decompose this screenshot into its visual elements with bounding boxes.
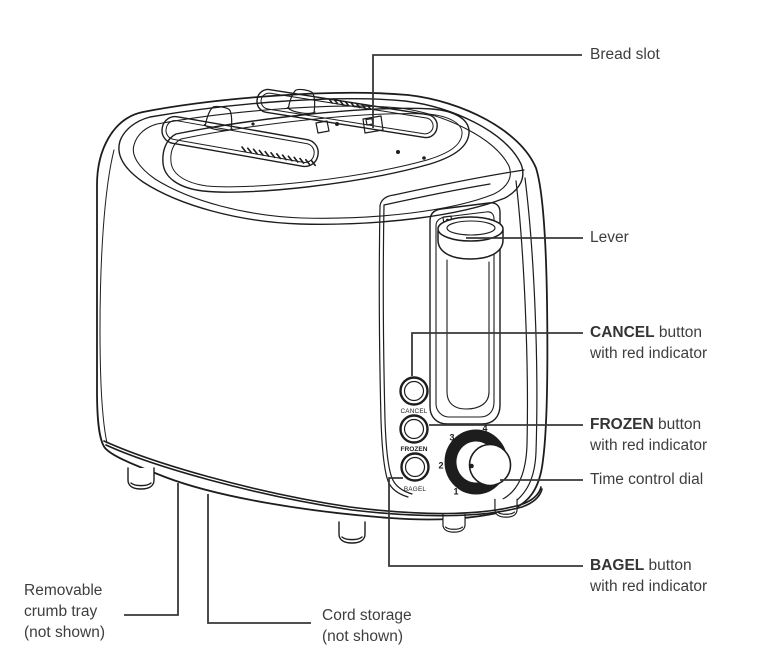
callout-frozen-line2: with red indicator [590,437,708,454]
callout-cancel: CANCEL button with red indicator [590,322,707,364]
callout-frozen-strong: FROZEN [590,416,654,433]
callout-crumb-tray-line3: (not shown) [24,624,105,641]
leader-crumb-tray [124,483,179,616]
device-cancel-label: CANCEL [400,408,427,415]
callout-time-dial-text: Time control dial [590,471,704,488]
callout-cord-storage: Cord storage (not shown) [322,605,412,647]
dial-number-3: 3 [449,433,454,443]
callout-lever-text: Lever [590,229,629,246]
callout-crumb-tray-line1: Removable [24,582,103,599]
leader-bagel [388,477,583,567]
callout-cancel-line2: with red indicator [590,345,708,362]
screw-dots [251,122,426,160]
bagel-button [400,452,430,482]
time-control-dial [444,429,512,495]
callout-bagel-line2: with red indicator [590,578,708,595]
callout-lever: Lever [590,227,629,248]
slot-well [162,107,470,193]
callout-bread-slot: Bread slot [590,44,660,65]
callout-frozen: FROZEN button with red indicator [590,414,707,456]
callout-cancel-line1: CANCEL button [590,322,707,343]
bread-slot-front [161,115,319,168]
callout-bagel-rest: button [644,557,692,574]
callout-time-dial: Time control dial [590,469,703,490]
device-frozen-label: FROZEN [400,446,427,453]
leader-cancel [411,332,583,376]
dial-number-4: 4 [482,424,487,434]
dial-number-2: 2 [438,461,443,471]
base-band [103,440,543,517]
toaster-body [96,91,549,521]
callout-frozen-line1: FROZEN button [590,414,707,435]
frozen-button [399,414,429,444]
callout-bagel-line1: BAGEL button [590,555,707,576]
callout-bread-slot-text: Bread slot [590,46,660,63]
leader-lines [124,54,583,624]
callout-crumb-tray-line2: crumb tray [24,603,98,620]
callout-cancel-rest: button [654,324,702,341]
device-bagel-label: BAGEL [404,486,427,493]
rack-hatching [241,98,372,167]
callout-bagel-strong: BAGEL [590,557,645,574]
cancel-button [399,376,429,406]
control-face-edges [378,169,538,507]
leader-bread-slot [372,54,582,128]
callout-cancel-strong: CANCEL [590,324,655,341]
bread-guide-icon [203,88,316,131]
callout-cord-storage-line1: Cord storage [322,607,412,624]
callout-frozen-rest: button [653,416,702,433]
callout-bagel: BAGEL button with red indicator [590,555,707,597]
dial-number-1: 1 [453,487,458,497]
callout-cord-storage-line2: (not shown) [322,628,403,645]
leader-cord-storage [207,494,311,624]
callout-crumb-tray: Removable crumb tray (not shown) [24,580,105,643]
